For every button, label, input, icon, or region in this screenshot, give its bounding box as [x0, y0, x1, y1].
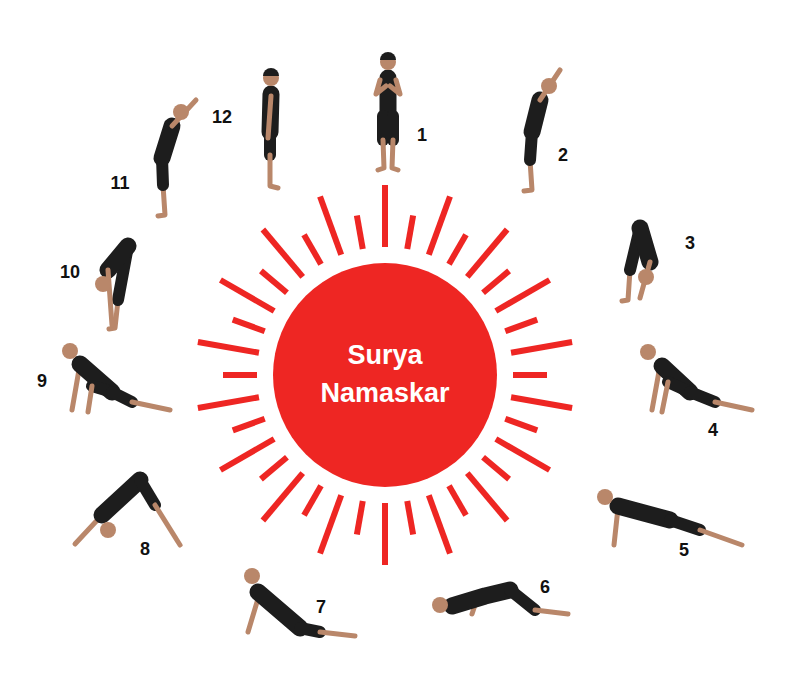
- pose-figure: [622, 228, 654, 301]
- callout-number: 4: [708, 421, 718, 439]
- callout-number: 1: [417, 126, 427, 144]
- pose-figure: [75, 480, 180, 545]
- callout-number: 3: [685, 234, 695, 252]
- callout-number: 8: [140, 540, 150, 558]
- sun-circle: Surya Namaskar: [273, 263, 497, 487]
- pose-figure: [158, 100, 196, 216]
- callout-number: 2: [558, 146, 568, 164]
- pose-figure: [62, 343, 170, 412]
- pose-figure: [95, 246, 128, 329]
- pose-figure: [244, 568, 355, 636]
- pose-figure: [597, 489, 742, 545]
- callout-number: 10: [60, 263, 80, 281]
- callout-number: 5: [679, 541, 689, 559]
- title-text: Surya Namaskar: [295, 337, 475, 413]
- callout-number: 9: [37, 372, 47, 390]
- callout-number: 6: [540, 578, 550, 596]
- callout-number: 7: [316, 598, 326, 616]
- callout-number: 11: [110, 174, 129, 192]
- callout-number: 12: [212, 108, 232, 126]
- sun-rays: [198, 185, 572, 565]
- pose-figure: [640, 344, 752, 412]
- pose-figure: [524, 70, 560, 191]
- pose-figure: [376, 52, 400, 170]
- pose-figure: [263, 68, 279, 188]
